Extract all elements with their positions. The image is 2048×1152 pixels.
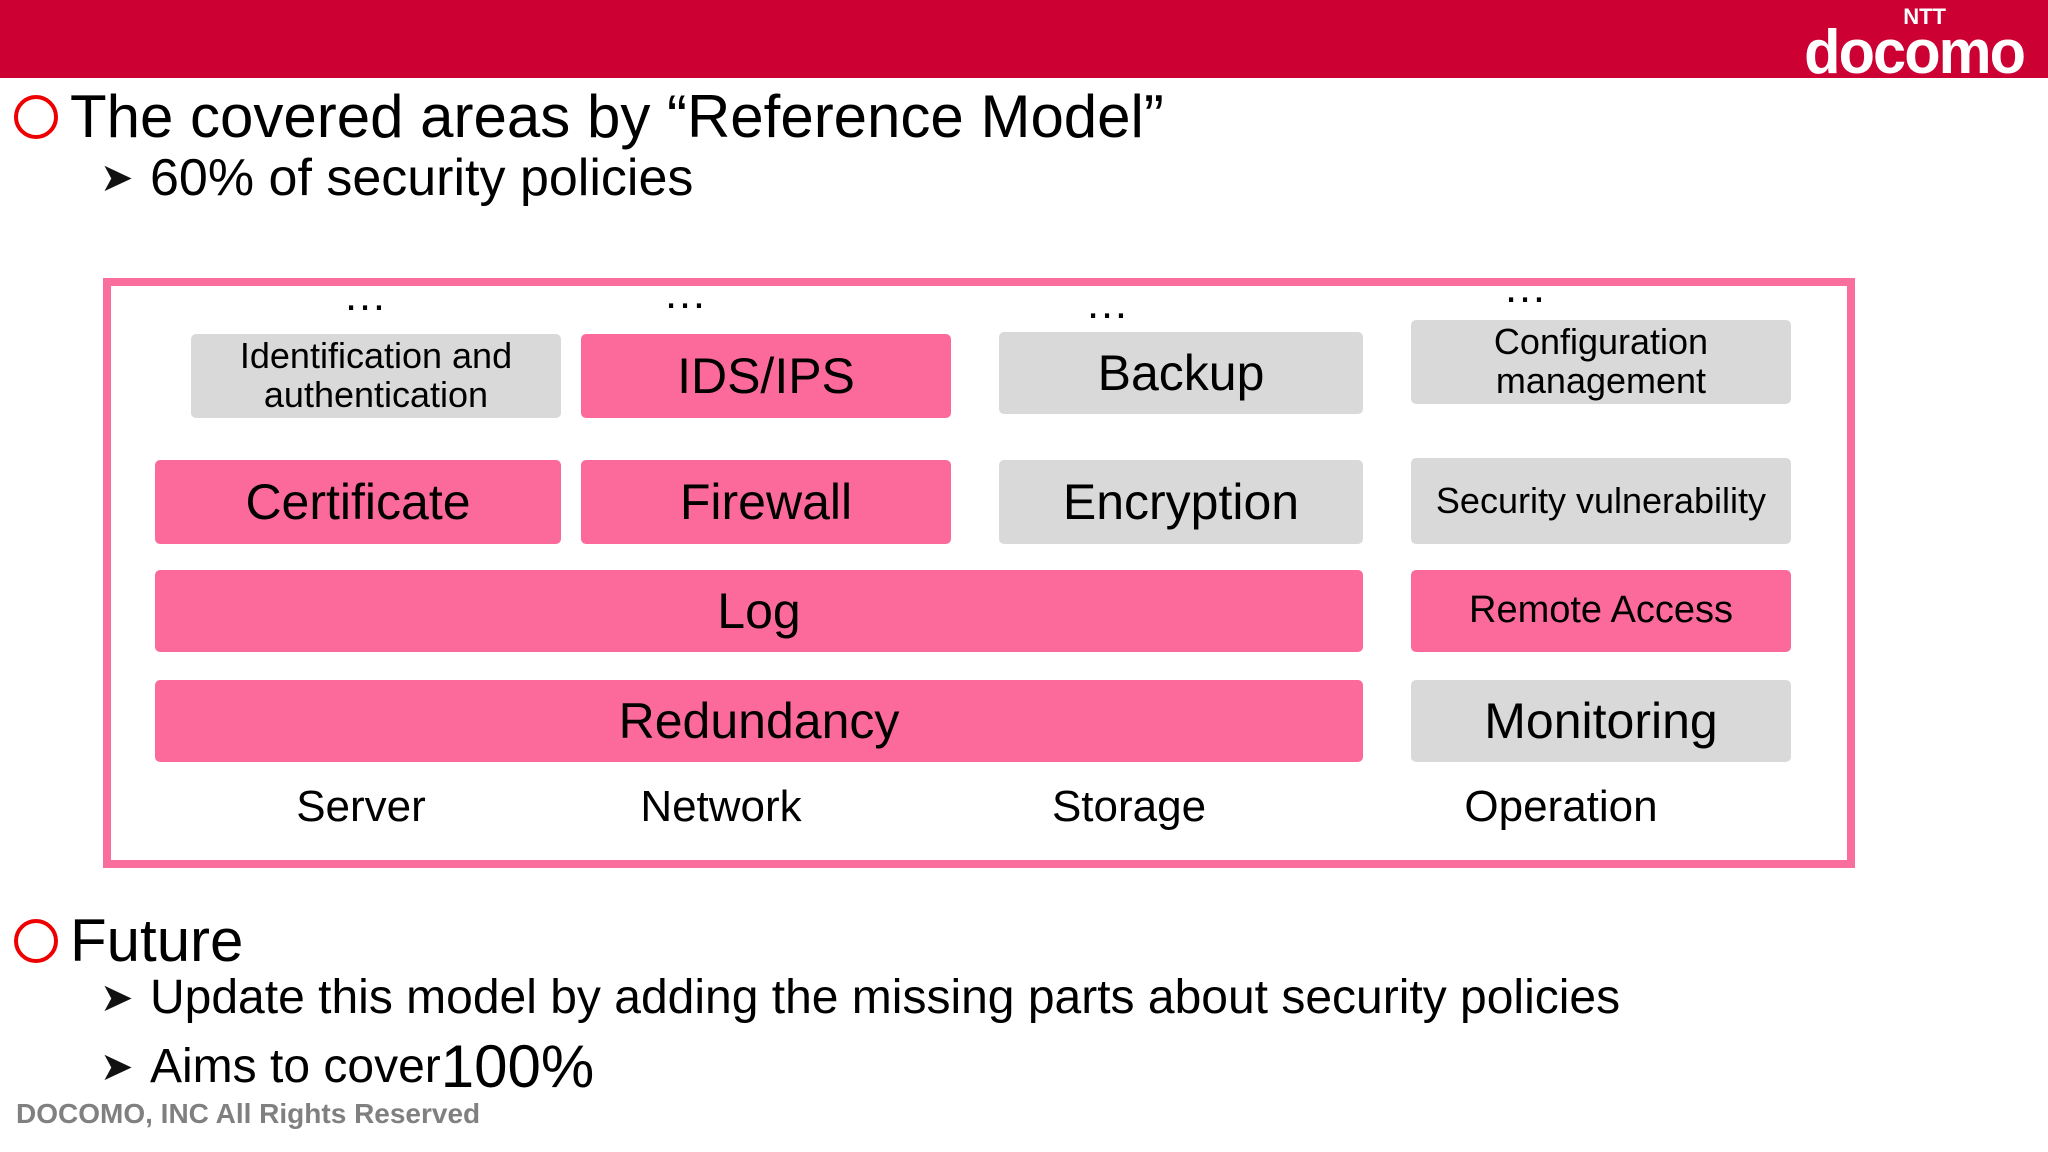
future-bullet-2-text: Aims to cover	[150, 1040, 441, 1093]
cell-redundancy[interactable]: Redundancy	[155, 680, 1363, 762]
section-future-heading: Future	[14, 906, 243, 975]
cell-security-vulnerability[interactable]: Security vulnerability	[1411, 458, 1791, 544]
ellipsis-operation: …	[1503, 263, 1549, 312]
slide-subtitle-text: 60% of security policies	[150, 149, 694, 207]
ellipsis-network: …	[663, 269, 709, 318]
future-bullet-1: ➤ Update this model by adding the missin…	[100, 970, 1620, 1025]
future-bullet-1-text: Update this model by adding the missing …	[150, 971, 1621, 1024]
section-future-title: Future	[70, 907, 244, 974]
cell-monitoring[interactable]: Monitoring	[1411, 680, 1791, 762]
column-label-operation: Operation	[1464, 782, 1658, 831]
cell-encryption[interactable]: Encryption	[999, 460, 1363, 544]
cell-remote-access[interactable]: Remote Access	[1411, 570, 1791, 652]
circle-bullet-icon	[14, 94, 58, 139]
cell-log[interactable]: Log	[155, 570, 1363, 652]
cell-certificate[interactable]: Certificate	[155, 460, 561, 544]
docomo-logo: NTT docomo	[1795, 4, 2026, 87]
cell-ids-ips[interactable]: IDS/IPS	[581, 334, 951, 418]
coverage-diagram-inner: … … … … Identification and authenticatio…	[111, 266, 1847, 860]
cell-configuration-management[interactable]: Configuration management	[1411, 320, 1791, 404]
header-band: NTT docomo	[0, 0, 2048, 84]
docomo-logo-text: docomo	[1804, 18, 2026, 87]
cell-firewall[interactable]: Firewall	[581, 460, 951, 544]
arrow-bullet-icon: ➤	[100, 1044, 134, 1089]
coverage-diagram: … … … … Identification and authenticatio…	[103, 266, 1855, 868]
ellipsis-server: …	[343, 271, 389, 320]
future-bullet-2-emphasis: 100%	[440, 1033, 595, 1100]
circle-bullet-icon	[14, 918, 58, 963]
cell-backup[interactable]: Backup	[999, 332, 1363, 414]
arrow-bullet-icon: ➤	[100, 975, 134, 1020]
column-label-server: Server	[296, 782, 426, 831]
cell-identification-and-authentication[interactable]: Identification and authentication	[191, 334, 561, 418]
column-label-network: Network	[640, 782, 802, 831]
slide-subtitle-bullet: ➤ 60% of security policies	[100, 148, 693, 208]
column-label-storage: Storage	[1051, 782, 1207, 831]
slide-title: The covered areas by “Reference Model”	[14, 82, 1164, 151]
ellipsis-storage: …	[1085, 279, 1131, 328]
ntt-logo-text: NTT	[1903, 4, 1946, 29]
page-title: The covered areas by “Reference Model”	[70, 83, 1164, 150]
footer-copyright: DOCOMO, INC All Rights Reserved	[16, 1098, 481, 1129]
future-bullet-2: ➤ Aims to cover 100%	[100, 1032, 594, 1101]
arrow-bullet-icon: ➤	[100, 156, 134, 200]
